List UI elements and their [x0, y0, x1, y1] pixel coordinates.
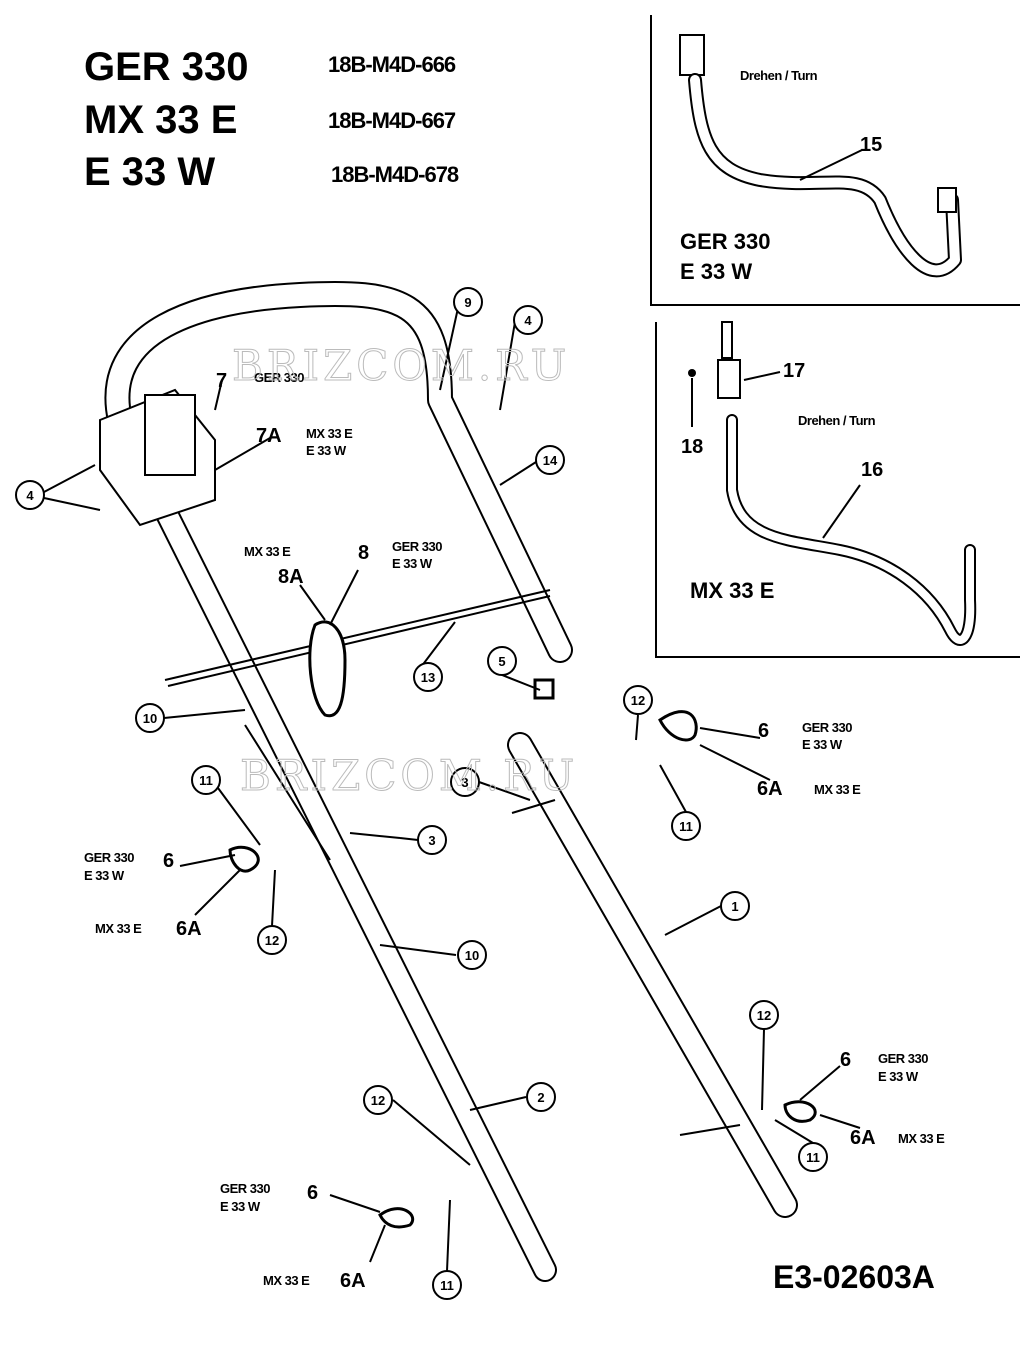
callout: 12 — [749, 1000, 779, 1030]
callout-number: 12 — [757, 1008, 771, 1023]
inset-cable-15: Drehen / Turn 15 GER 330 E 33 W — [679, 34, 962, 284]
part-label: 6A — [850, 1127, 876, 1149]
callout: 9 — [453, 287, 483, 317]
leader-lines — [43, 307, 861, 1272]
callout: 4 — [15, 480, 45, 510]
part-label: 8A — [278, 566, 304, 588]
callout: 3 — [417, 825, 447, 855]
part-label: 7A — [256, 425, 282, 447]
callout: 12 — [363, 1085, 393, 1115]
model-name: GER 330 — [84, 45, 249, 89]
part-label: 6A — [757, 778, 783, 800]
callout-number: 3 — [461, 775, 468, 790]
model-code: 18B-M4D-667 — [328, 108, 456, 133]
part-number: 17 — [783, 360, 805, 382]
inset-frames — [650, 15, 1020, 658]
variant-labels: 7 GER 330 7A MX 33 E E 33 W MX 33 E 8 GE… — [84, 370, 946, 1292]
model-label: MX 33 E — [690, 578, 774, 603]
part-label: GER 330 — [254, 370, 304, 385]
handle-assembly — [99, 280, 817, 1282]
callout-number: 4 — [26, 488, 34, 503]
part-number: 16 — [861, 459, 883, 481]
inset-cable-16: 17 18 Drehen / Turn 16 MX 33 E — [681, 321, 977, 646]
part-label: 6 — [163, 850, 174, 872]
callout-number: 2 — [537, 1090, 544, 1105]
part-label: 6 — [758, 720, 769, 742]
part-label: MX 33 E — [244, 544, 291, 559]
callout: 11 — [191, 765, 221, 795]
model-code: 18B-M4D-666 — [328, 52, 456, 77]
callout-number: 11 — [806, 1150, 820, 1165]
callout: 5 — [487, 646, 517, 676]
callout: 12 — [623, 685, 653, 715]
model-code: 18B-M4D-678 — [331, 162, 459, 187]
model-label: GER 330 — [680, 229, 771, 254]
callout: 11 — [432, 1270, 462, 1300]
part-number: 15 — [860, 134, 882, 156]
watermark: BRIZCOM.RU — [232, 341, 570, 390]
callout-number: 1 — [731, 899, 738, 914]
turn-label: Drehen / Turn — [740, 68, 818, 83]
part-label: E 33 W — [392, 556, 433, 571]
callout-number: 10 — [143, 711, 157, 726]
part-label: 6A — [176, 918, 202, 940]
callout: 1 — [720, 891, 750, 921]
part-label: 6 — [307, 1182, 318, 1204]
callout: 14 — [535, 445, 565, 475]
callout: 10 — [457, 940, 487, 970]
callout: 11 — [671, 811, 701, 841]
part-label: MX 33 E — [263, 1273, 310, 1288]
callout-number: 12 — [265, 933, 279, 948]
model-list: GER 330 18B-M4D-666 MX 33 E 18B-M4D-667 … — [84, 45, 460, 194]
part-label: E 33 W — [84, 868, 125, 883]
callout: 12 — [257, 925, 287, 955]
turn-label: Drehen / Turn — [798, 413, 876, 428]
callout: 11 — [798, 1142, 828, 1172]
part-label: 6 — [840, 1049, 851, 1071]
callout-number: 13 — [421, 670, 435, 685]
part-label: MX 33 E — [95, 921, 142, 936]
callout-number: 3 — [428, 833, 435, 848]
part-label: GER 330 — [84, 850, 134, 865]
callout-number: 9 — [464, 295, 471, 310]
part-label: GER 330 — [802, 720, 852, 735]
part-label: E 33 W — [220, 1199, 261, 1214]
callout: 2 — [526, 1082, 556, 1112]
callout-number: 10 — [465, 948, 479, 963]
part-label: GER 330 — [220, 1181, 270, 1196]
callout-number: 14 — [543, 453, 558, 468]
callout-number: 4 — [524, 313, 532, 328]
part-label: GER 330 — [878, 1051, 928, 1066]
watermark: BRIZCOM.RU — [240, 751, 578, 800]
callout-number: 5 — [498, 654, 505, 669]
callout: 4 — [513, 305, 543, 335]
callout-number: 12 — [631, 693, 645, 708]
part-label: E 33 W — [878, 1069, 919, 1084]
part-number: 18 — [681, 436, 703, 458]
drawing-code: E3-02603A — [773, 1259, 935, 1295]
callouts: 9 4 14 4 13 5 12 10 11 3 11 3 1 12 10 12… — [15, 287, 828, 1300]
callout-number: 12 — [371, 1093, 385, 1108]
part-label: 8 — [358, 542, 369, 564]
callout-number: 11 — [679, 819, 693, 834]
part-label: E 33 W — [802, 737, 843, 752]
model-name: MX 33 E — [84, 98, 237, 142]
callout: 3 — [450, 767, 480, 797]
model-name: E 33 W — [84, 150, 215, 194]
callout-number: 11 — [199, 773, 213, 788]
part-label: MX 33 E — [306, 426, 353, 441]
part-label: MX 33 E — [814, 782, 861, 797]
part-label: MX 33 E — [898, 1131, 945, 1146]
model-label: E 33 W — [680, 259, 752, 284]
part-label: E 33 W — [306, 443, 347, 458]
callout: 10 — [135, 703, 165, 733]
part-label: GER 330 — [392, 539, 442, 554]
part-label: 7 — [216, 370, 227, 392]
callout-number: 11 — [440, 1278, 454, 1293]
callout: 13 — [413, 662, 443, 692]
part-label: 6A — [340, 1270, 366, 1292]
